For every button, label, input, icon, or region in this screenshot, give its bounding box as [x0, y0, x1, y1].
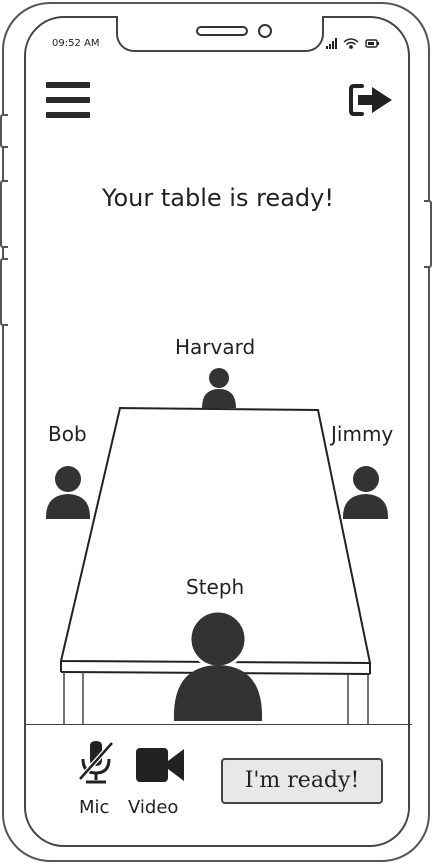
status-time: 09:52 AM — [52, 38, 100, 49]
ready-button[interactable]: I'm ready! — [221, 758, 383, 804]
mic-label: Mic — [79, 797, 110, 818]
bottom-bar-divider — [26, 724, 412, 725]
battery-icon — [365, 39, 379, 48]
front-camera-icon — [258, 24, 272, 38]
page-title: Your table is ready! — [102, 184, 334, 212]
video-label: Video — [128, 797, 179, 818]
hamburger-menu-icon[interactable] — [46, 82, 92, 120]
phone-notch — [116, 16, 324, 52]
participant-name-bob: Bob — [48, 422, 87, 446]
participant-name-harvard: Harvard — [175, 335, 256, 359]
participant-name-steph: Steph — [186, 575, 245, 599]
speaker-icon — [196, 26, 248, 36]
side-button — [0, 258, 8, 326]
avatar-steph — [173, 609, 263, 721]
avatar-harvard — [202, 368, 236, 408]
signal-icon — [326, 38, 337, 49]
logout-icon[interactable] — [348, 82, 396, 120]
status-icons — [326, 35, 386, 51]
video-camera-icon[interactable] — [136, 746, 186, 784]
side-button — [0, 180, 8, 248]
wifi-icon — [343, 38, 359, 49]
side-button — [0, 114, 8, 148]
side-button — [424, 200, 432, 268]
avatar-jimmy — [342, 466, 389, 519]
avatar-bob — [45, 466, 91, 519]
mic-muted-icon[interactable] — [76, 740, 116, 786]
participant-name-jimmy: Jimmy — [331, 422, 394, 446]
